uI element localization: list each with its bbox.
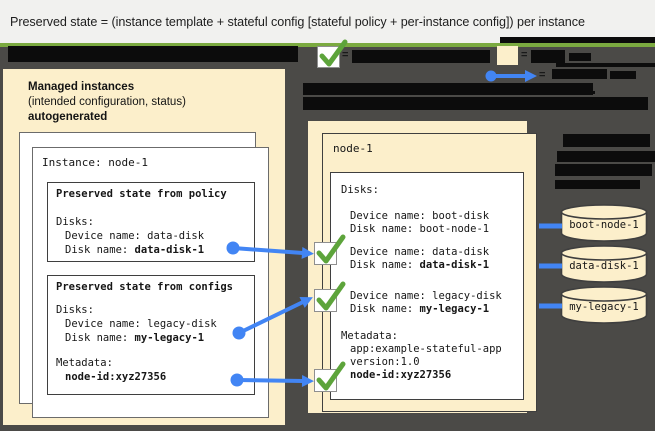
legend-check-box — [317, 46, 340, 68]
redacted-text-bar — [569, 53, 591, 61]
heading-line: (intended configuration, status) — [28, 96, 186, 108]
disks-heading: Disks: — [56, 304, 94, 316]
redacted-text-bar — [480, 91, 595, 94]
disk-cylinder-legacy: my-legacy-1 — [560, 285, 648, 325]
redacted-text-bar — [563, 134, 650, 147]
metadata-app-line: app:example-stateful-app — [350, 343, 502, 355]
redacted-text-bar — [552, 69, 607, 79]
disk-label: boot-node-1 — [569, 219, 639, 231]
preserved-state-configs-box: Preserved state from configs Disks: Devi… — [47, 275, 255, 395]
disk-cylinder-data: data-disk-1 — [560, 244, 648, 284]
disk-label: my-legacy-1 — [569, 301, 639, 313]
redacted-text-bar — [555, 180, 640, 189]
check-box-data-disk — [314, 242, 337, 265]
page-title: Preserved state = (instance template + s… — [10, 14, 585, 29]
redacted-text-bar — [500, 37, 655, 43]
managed-instances-panel: Managed instances (intended configuratio… — [3, 69, 285, 425]
heading-line: Managed instances — [28, 81, 135, 93]
legend-equals: = — [342, 49, 349, 61]
disk-name-label: Disk name: — [350, 223, 420, 235]
disk-name-label: Disk name: — [350, 303, 420, 315]
disk-name-label: Disk name: — [65, 244, 135, 256]
device-name-line: Device name: legacy-disk — [65, 318, 217, 330]
configs-box-title: Preserved state from configs — [56, 281, 234, 293]
disk-name-line: Disk name: data-disk-1 — [56, 244, 246, 257]
instance-state-box: Disks: Device name: boot-disk Disk name:… — [330, 172, 524, 400]
disk-name-label: Disk name: — [65, 332, 135, 344]
redacted-text-bar — [531, 50, 565, 63]
disk-name-value: data-disk-1 — [419, 259, 490, 271]
cylinder-icon — [560, 245, 648, 283]
title-bar: Preserved state = (instance template + s… — [0, 0, 655, 43]
legend-cream-swatch — [497, 46, 518, 65]
metadata-heading: Metadata: — [56, 357, 113, 369]
node-1-card-title: node-1 — [333, 142, 373, 155]
device-name-line: Device name: legacy-disk — [350, 290, 502, 302]
disk-name-value: my-legacy-1 — [419, 303, 490, 315]
disk-name-line: Disk name: my-legacy-1 — [341, 303, 513, 316]
redacted-text-bar — [8, 46, 298, 62]
redacted-text-bar — [352, 50, 490, 63]
cylinder-icon — [560, 204, 648, 242]
disks-heading: Disks: — [56, 216, 94, 228]
disk-cylinder-boot: boot-node-1 — [560, 203, 648, 243]
metadata-version-line: version:1.0 — [350, 356, 420, 368]
disk-name-value: boot-node-1 — [419, 223, 490, 235]
instance-card: Instance: node-1 Preserved state from po… — [32, 147, 269, 418]
legend-equals: = — [521, 49, 528, 61]
disk-name-label: Disk name: — [350, 259, 420, 271]
legend-arrow-dot — [485, 70, 497, 82]
node-1-card: node-1 Disks: Device name: boot-disk Dis… — [322, 133, 537, 412]
heading-line: autogenerated — [28, 111, 108, 123]
disk-name-line: Disk name: my-legacy-1 — [56, 332, 246, 345]
cylinder-icon — [560, 286, 648, 324]
redacted-text-bar — [555, 164, 652, 176]
instance-card-title: Instance: node-1 — [42, 156, 148, 169]
device-name-line: Device name: data-disk — [65, 230, 205, 242]
disk-name-value: my-legacy-1 — [134, 332, 205, 344]
check-box-node-id — [314, 369, 337, 392]
managed-instances-heading: Managed instances (intended configuratio… — [28, 80, 186, 125]
check-box-legacy-disk — [314, 289, 337, 312]
metadata-value: node-id:xyz27356 — [65, 371, 167, 383]
device-name-line: Device name: boot-disk — [350, 210, 490, 222]
redacted-text-bar — [556, 63, 655, 67]
device-name-line: Device name: data-disk — [350, 246, 490, 258]
disks-heading: Disks: — [341, 184, 379, 196]
redacted-text-bar — [610, 71, 636, 79]
redacted-text-bar — [303, 97, 648, 110]
metadata-heading: Metadata: — [341, 330, 398, 342]
disk-name-value: data-disk-1 — [134, 244, 205, 256]
legend-equals: = — [539, 69, 546, 81]
policy-box-title: Preserved state from policy — [56, 188, 227, 200]
disk-name-line: Disk name: data-disk-1 — [341, 259, 513, 272]
disk-name-line: Disk name: boot-node-1 — [341, 223, 513, 236]
disk-label: data-disk-1 — [569, 260, 639, 272]
metadata-node-id-line: node-id:xyz27356 — [350, 369, 452, 381]
preserved-state-policy-box: Preserved state from policy Disks: Devic… — [47, 182, 255, 262]
redacted-text-bar — [557, 151, 655, 162]
